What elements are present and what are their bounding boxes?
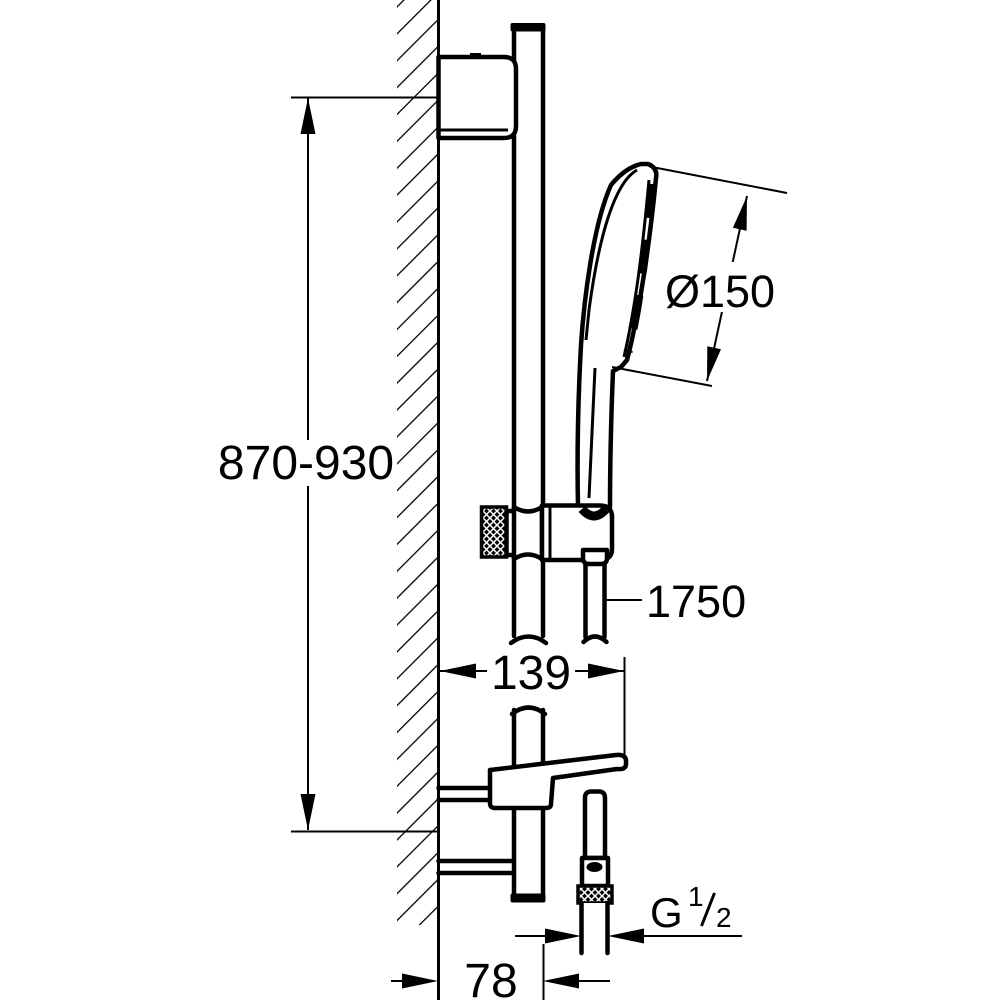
rail-bottom-cap bbox=[510, 893, 546, 903]
dim-wall-offset-bottom-label: 78 bbox=[464, 955, 517, 1000]
locking-knob bbox=[479, 505, 509, 559]
hose-break-cut bbox=[581, 634, 609, 645]
dim-mounting-height: 870-930 bbox=[218, 96, 438, 833]
thread-pipe bbox=[579, 900, 610, 956]
dimension-annotations: 870-930 Ø150 1750 139 bbox=[218, 96, 788, 1000]
arrow-right bbox=[588, 663, 624, 679]
holder-rail-clamp bbox=[511, 504, 545, 562]
rail-break-resume bbox=[509, 705, 548, 717]
dim-hose-length: 1750 bbox=[606, 576, 746, 627]
bracket-body bbox=[436, 54, 519, 141]
extension-lines bbox=[291, 96, 438, 833]
arrow-down bbox=[707, 346, 721, 381]
arrow-left bbox=[543, 973, 579, 989]
dim-wall-offset-top-label: 139 bbox=[491, 647, 571, 700]
fraction-slash bbox=[700, 892, 716, 927]
top-wall-bracket bbox=[436, 53, 519, 141]
hand-shower bbox=[575, 161, 659, 510]
lower-bracket bbox=[436, 785, 517, 876]
head-back-seam bbox=[584, 168, 638, 341]
rail-foot-arm bbox=[436, 858, 517, 876]
hose-lower-tube bbox=[582, 789, 608, 861]
thread-denominator-label: 2 bbox=[716, 902, 732, 933]
knurled-nut bbox=[576, 884, 614, 905]
handle-seam bbox=[587, 367, 597, 499]
shower-hose-upper bbox=[581, 549, 609, 645]
arrow-left bbox=[440, 663, 476, 679]
wall-section bbox=[397, 0, 440, 1000]
hose-upper-lines bbox=[583, 549, 607, 640]
dim-wall-offset-top: 139 bbox=[440, 647, 626, 758]
dim-wall-offset-bottom: 78 bbox=[391, 944, 610, 1000]
rail-top-cap bbox=[510, 23, 546, 32]
spray-nozzles bbox=[623, 183, 657, 354]
arrow-right bbox=[545, 928, 581, 944]
dim-mounting-height-label: 870-930 bbox=[218, 437, 394, 490]
label-backdrop bbox=[487, 650, 575, 696]
dim-head-diameter: Ø150 bbox=[611, 166, 788, 387]
lever-bracket-arm bbox=[436, 785, 493, 803]
hose-lower-end bbox=[576, 789, 614, 956]
label-backdrop bbox=[658, 262, 782, 312]
dim-hose-length-label: 1750 bbox=[646, 576, 746, 627]
fitting-opening bbox=[586, 862, 603, 872]
glide-holder bbox=[479, 503, 615, 567]
thread-numerator-label: 1 bbox=[688, 881, 704, 912]
wall-hatching bbox=[397, 0, 438, 925]
handle-socket-gap bbox=[578, 505, 610, 521]
rail-break-cut bbox=[508, 634, 549, 646]
extension-lines bbox=[611, 166, 788, 387]
thread-pipe-fill bbox=[583, 903, 606, 953]
arrow-up bbox=[732, 196, 747, 231]
dim-head-diameter-label: Ø150 bbox=[665, 266, 775, 317]
label-backdrop bbox=[218, 440, 394, 486]
dim-thread-size: G 1 2 bbox=[515, 881, 742, 944]
bracket-top-mark bbox=[470, 53, 481, 58]
arrow-left bbox=[608, 928, 644, 944]
arrow-right bbox=[402, 973, 438, 989]
arrow-up bbox=[300, 98, 316, 134]
arrow-down bbox=[300, 794, 316, 830]
hose-outlet-boss bbox=[580, 547, 610, 567]
thread-letter-label: G bbox=[650, 889, 683, 936]
